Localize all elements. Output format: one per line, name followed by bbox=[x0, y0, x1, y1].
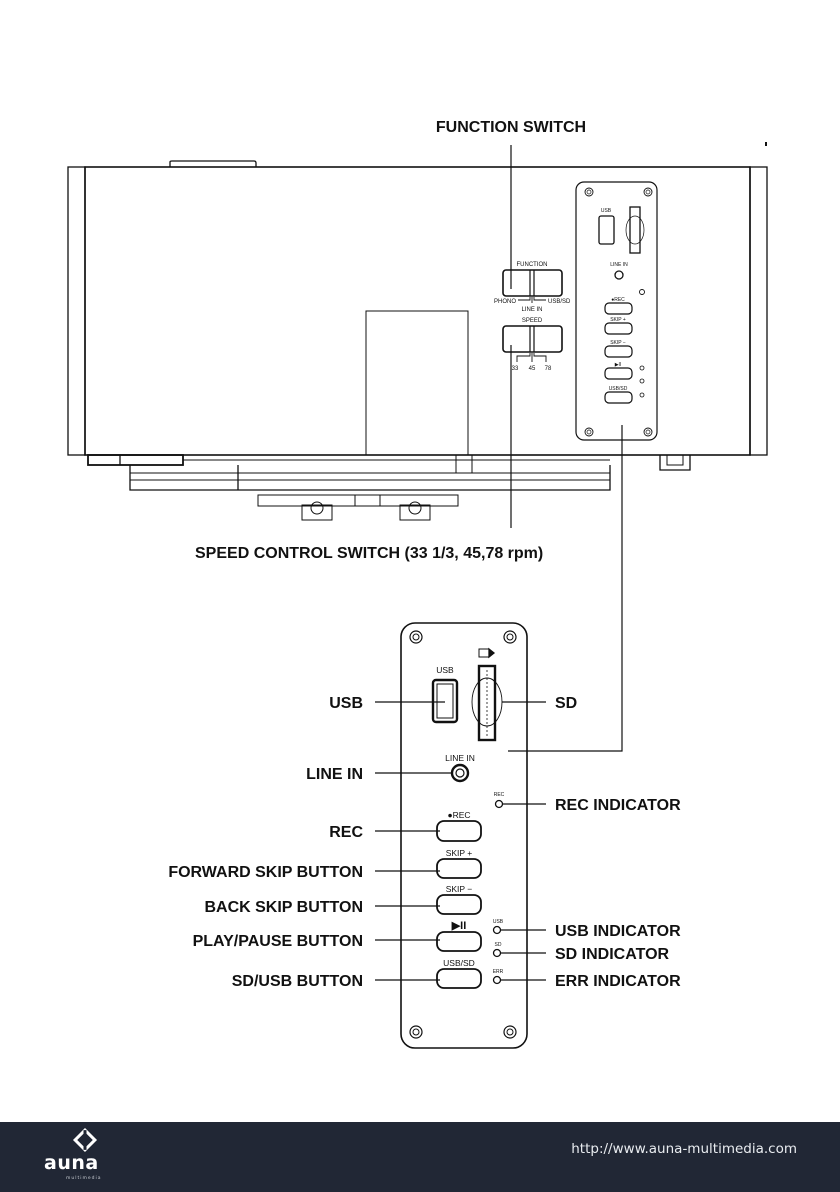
leader-lines bbox=[375, 701, 546, 981]
brand-name: auna bbox=[44, 1152, 99, 1174]
callout-rec: REC bbox=[329, 824, 363, 841]
turntable-body bbox=[67, 142, 768, 521]
panel-usb-sd-label: USB/SD bbox=[443, 958, 475, 968]
panel-rec-button-label: ●REC bbox=[447, 810, 470, 820]
usb-sd-button[interactable] bbox=[436, 968, 482, 989]
brand-subtitle: multimedia bbox=[66, 1176, 102, 1181]
callout-speed-control-switch: SPEED CONTROL SWITCH (33 1/3, 45,78 rpm) bbox=[195, 545, 543, 562]
device-control-panel-small bbox=[575, 181, 658, 441]
mini-line-in-label: LINE IN bbox=[610, 262, 628, 268]
diagram: FUNCTION SWITCH SPEED CONTROL SWITCH (33… bbox=[67, 119, 768, 1049]
skip-back-button[interactable] bbox=[436, 894, 482, 915]
callout-line-in: LINE IN bbox=[306, 766, 363, 783]
panel-usb-led-label: USB bbox=[493, 919, 504, 925]
website-link[interactable]: http://www.auna-multimedia.com bbox=[571, 1141, 797, 1157]
line-in-jack[interactable] bbox=[450, 763, 470, 783]
callout-rec-indicator: REC INDICATOR bbox=[555, 797, 681, 814]
enlarged-control-panel bbox=[400, 622, 528, 1049]
mini-usb-label: USB bbox=[601, 208, 612, 214]
callout-sd-usb-button: SD/USB BUTTON bbox=[232, 973, 363, 990]
footer-bar: auna multimedia http://www.auna-multimed… bbox=[0, 1122, 840, 1192]
err-indicator-led bbox=[492, 975, 502, 985]
function-pos-line-in: LINE IN bbox=[521, 307, 542, 313]
speed-pos-78: 78 bbox=[545, 366, 552, 372]
rec-button[interactable] bbox=[436, 820, 482, 842]
panel-usb-label: USB bbox=[436, 665, 454, 675]
callout-sd: SD bbox=[555, 695, 577, 712]
panel-play-pause-label: ▶II bbox=[451, 920, 467, 932]
panel-skip-minus-label: SKIP − bbox=[446, 884, 473, 894]
callout-forward-skip: FORWARD SKIP BUTTON bbox=[168, 864, 363, 881]
panel-sd-led-label: SD bbox=[495, 942, 502, 948]
auna-logo-icon bbox=[72, 1128, 98, 1153]
speed-pos-45: 45 bbox=[529, 366, 536, 372]
skip-forward-button[interactable] bbox=[436, 858, 482, 879]
panel-err-led-label: ERR bbox=[493, 969, 504, 975]
panel-skip-plus-label: SKIP + bbox=[446, 848, 473, 858]
panel-line-in-label: LINE IN bbox=[445, 753, 475, 763]
function-pos-phono: PHONO bbox=[494, 299, 516, 305]
callout-play-pause: PLAY/PAUSE BUTTON bbox=[193, 933, 363, 950]
speed-pos-33: 33 bbox=[512, 366, 519, 372]
function-label: FUNCTION bbox=[517, 262, 548, 268]
rec-indicator-led bbox=[494, 799, 504, 809]
callout-usb: USB bbox=[329, 695, 363, 712]
callout-err-indicator: ERR INDICATOR bbox=[555, 973, 681, 990]
mini-usb-sd-label: USB/SD bbox=[609, 386, 628, 392]
mini-skip-plus-label: SKIP + bbox=[610, 317, 626, 323]
speed-label: SPEED bbox=[522, 318, 543, 324]
function-pos-usb-sd: USB/SD bbox=[548, 299, 571, 305]
panel-rec-led-label: REC bbox=[494, 792, 505, 798]
callout-usb-indicator: USB INDICATOR bbox=[555, 923, 681, 940]
function-switch[interactable] bbox=[502, 269, 563, 303]
mini-rec-label: ●REC bbox=[611, 297, 625, 303]
sd-indicator-led bbox=[492, 948, 502, 958]
usb-port[interactable] bbox=[431, 678, 459, 724]
callout-sd-indicator: SD INDICATOR bbox=[555, 946, 670, 963]
speed-switch[interactable] bbox=[502, 325, 563, 362]
mini-skip-minus-label: SKIP − bbox=[610, 340, 626, 346]
callout-back-skip: BACK SKIP BUTTON bbox=[204, 899, 363, 916]
cover-panel bbox=[365, 310, 469, 456]
usb-indicator-led bbox=[492, 925, 502, 935]
callout-function-switch: FUNCTION SWITCH bbox=[436, 119, 586, 136]
play-pause-button[interactable] bbox=[436, 931, 482, 952]
sd-card-slot[interactable] bbox=[471, 647, 503, 742]
mini-play-pause-label: ▶II bbox=[615, 362, 622, 368]
